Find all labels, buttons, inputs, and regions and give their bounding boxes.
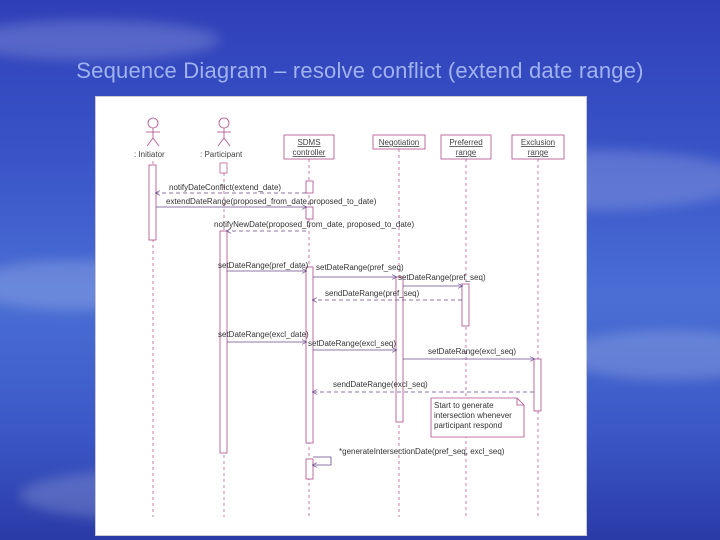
msg-set-pref-seq-2: setDateRange(pref_seq) [398,273,486,282]
actor-initiator-label: : Initiator [134,150,165,159]
activation-sdms-self [305,458,314,480]
msg-set-pref-seq-1: setDateRange(pref_seq) [316,263,404,272]
msg-notify-date-conflict: notifyDateConflict(extend_date) [169,183,281,192]
slide-title: Sequence Diagram – resolve conflict (ext… [76,58,644,83]
note-line3: participant respond [434,421,502,430]
activation-exclusion [533,358,542,412]
msg-generate-intersection: *generateIntersectionDate(pref_seq, excl… [339,447,505,456]
actor-participant-label: : Participant [200,150,243,159]
activation-preferred [461,283,470,327]
note-line1: Start to generate [434,401,494,410]
object-negotiation-label: Negotiation [379,138,419,147]
activation-sdms-2 [305,206,314,220]
actor-participant: : Participant [200,117,243,159]
msg-send-excl-seq: sendDateRange(excl_seq) [333,380,428,389]
activation-sdms-main [305,266,314,444]
msg-send-pref-seq: sendDateRange(pref_seq) [325,289,420,298]
msg-set-excl-date: setDateRange(excl_date) [218,330,309,339]
object-sdms-line1: SDMS [297,138,320,147]
object-preferred-line2: range [456,148,477,157]
activation-sdms-1 [305,180,314,194]
msg-notify-new-date: notifyNewDate(proposed_from_date, propos… [214,220,414,229]
object-sdms-line2: controller [293,148,326,157]
activation-negotiation [395,276,404,423]
msg-set-excl-seq-2: setDateRange(excl_seq) [428,347,516,356]
actor-initiator: : Initiator [134,117,165,159]
msg-set-pref-date: setDateRange(pref_date) [218,261,309,270]
object-exclusion-line2: range [528,148,549,157]
sequence-diagram: : Initiator : Participant SDMS controlle… [95,96,587,536]
msg-extend-date-range: extendDateRange(proposed_from_date,propo… [166,197,377,206]
object-preferred-range: Preferred range [440,134,492,160]
msg-set-excl-seq-1: setDateRange(excl_seq) [308,339,396,348]
note-line2: intersection whenever [434,411,512,420]
object-exclusion-line1: Exclusion [521,138,555,147]
object-sdms-controller: SDMS controller [283,134,335,160]
note-generate-intersection: Start to generate intersection whenever … [430,397,525,438]
object-exclusion-range: Exclusion range [511,134,565,160]
object-negotiation: Negotiation [372,134,426,150]
activation-initiator [148,164,157,241]
object-preferred-line1: Preferred [449,138,482,147]
